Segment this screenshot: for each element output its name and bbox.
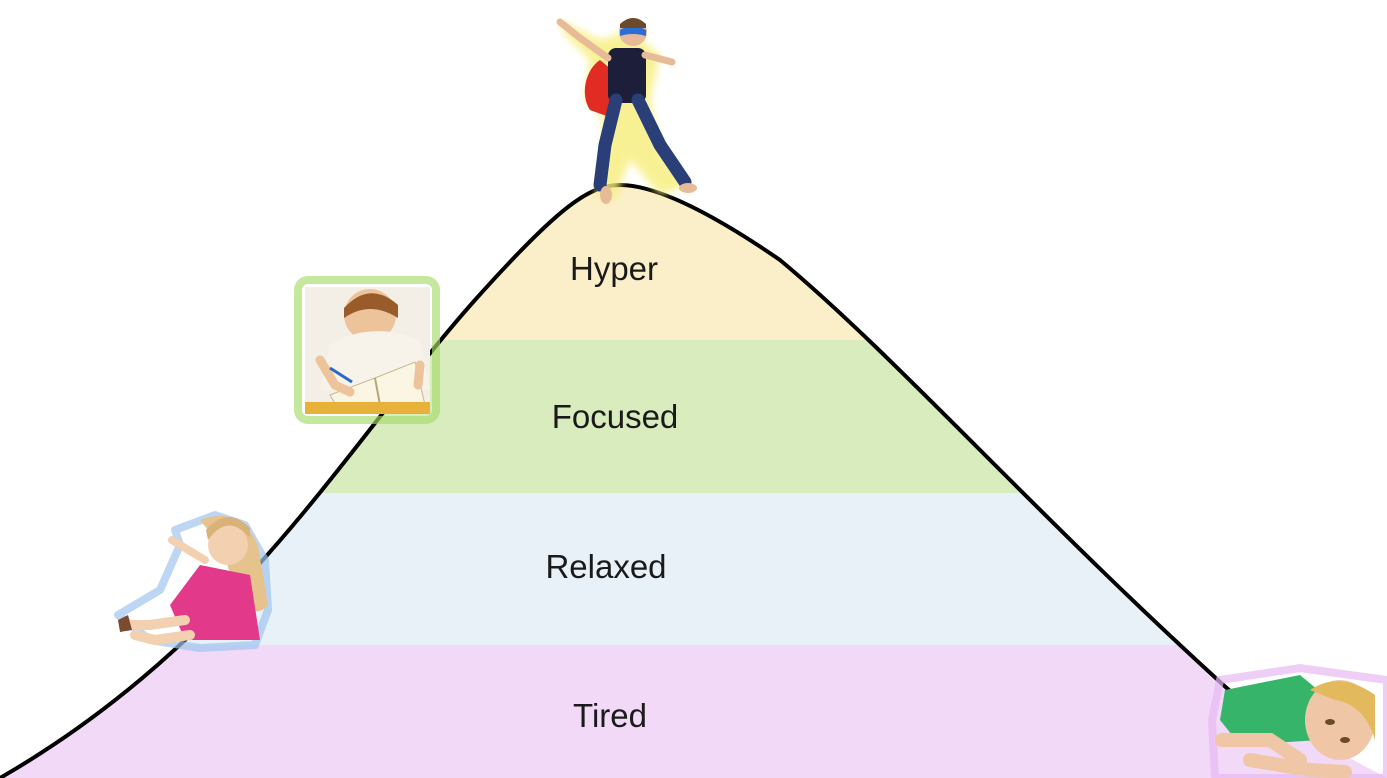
tired-child-image (1207, 663, 1387, 778)
label-tired: Tired (573, 697, 647, 734)
band-focused (0, 340, 1387, 493)
band-tired (0, 645, 1387, 778)
label-focused: Focused (552, 398, 679, 435)
focused-child-image (294, 276, 440, 424)
label-relaxed: Relaxed (545, 548, 666, 585)
relaxed-child-image (114, 511, 272, 652)
label-hyper: Hyper (570, 250, 658, 287)
band-group (0, 185, 1387, 778)
band-hyper (0, 185, 1387, 340)
hyper-child-image (556, 18, 697, 204)
